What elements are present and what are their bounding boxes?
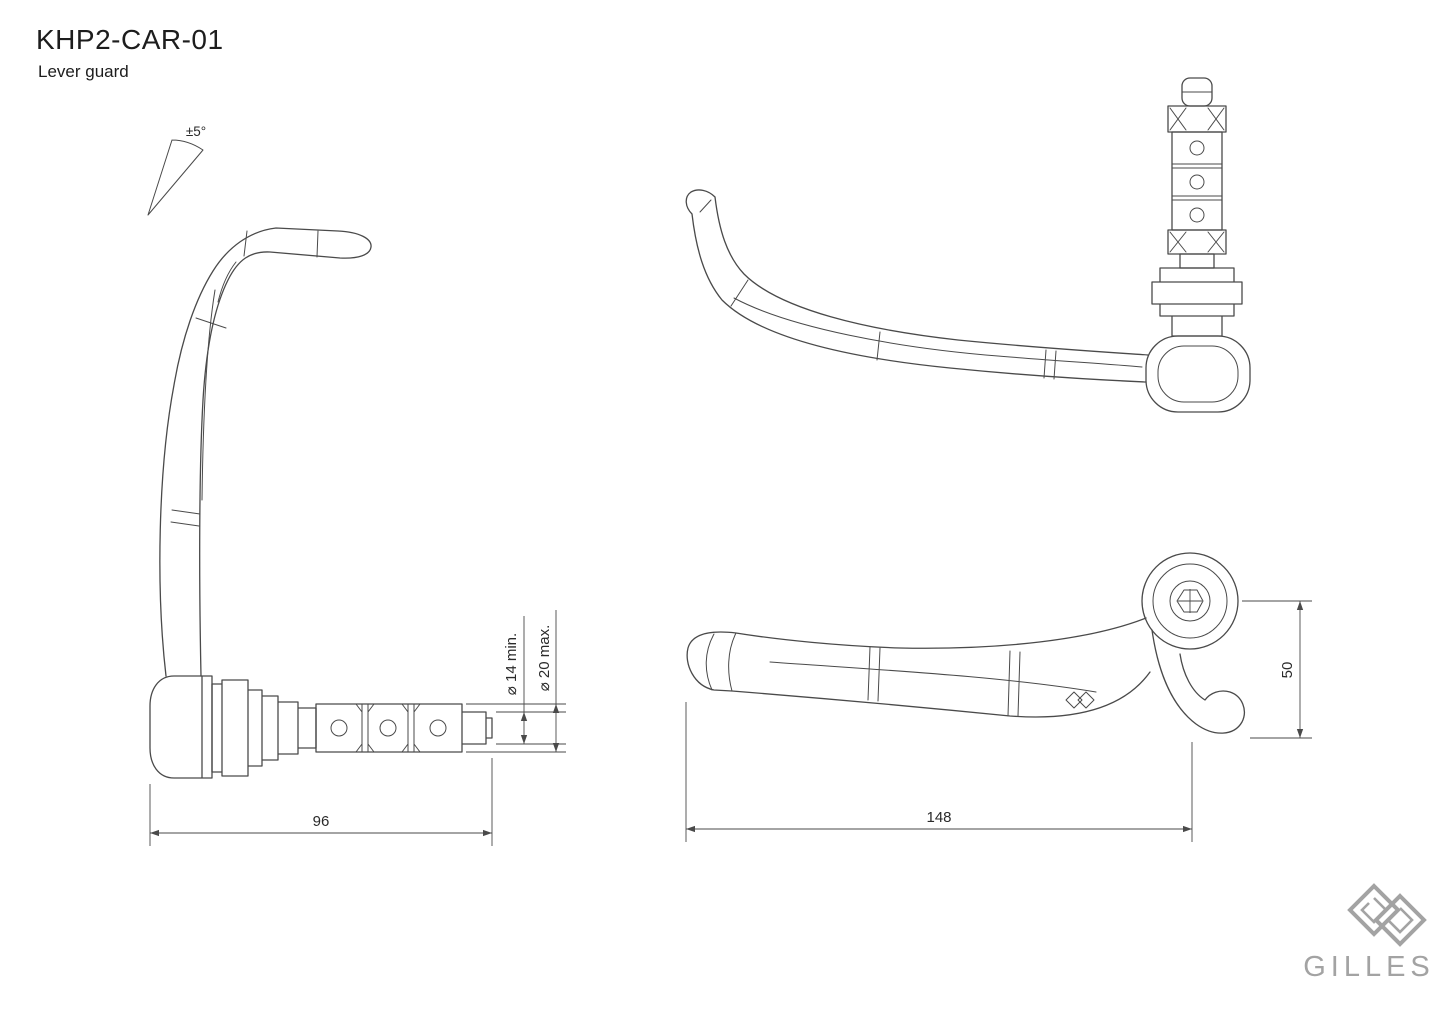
engraved-logo-diamond-right [1077, 691, 1095, 709]
angle-tolerance-label: ±5° [186, 124, 206, 139]
diameter-max-label: ⌀ 20 max. [536, 625, 553, 692]
expander-body [315, 703, 493, 753]
lever-guard-tube-outline [685, 189, 1149, 383]
expander-hole-2 [379, 719, 397, 737]
expander-collar-bottom [1167, 229, 1227, 255]
diameter-min-label: ⌀ 14 min. [503, 633, 520, 695]
sleeve-hole-1 [1189, 140, 1205, 156]
bar-end-cap [149, 675, 213, 779]
dimension-length-148: 148 [685, 702, 1193, 842]
mount-flange-rings [211, 679, 317, 777]
pivot-boss-inner [1169, 580, 1211, 622]
expander-neck [1179, 253, 1215, 269]
height-dimension-label: 50 [1279, 662, 1296, 679]
part-name: Lever guard [38, 62, 129, 81]
dimension-tails-diameters [523, 610, 557, 712]
gilles-logo-inner-hooks-icon [1360, 897, 1414, 934]
brand-wordmark: GILLES [1303, 951, 1435, 983]
pivot-boss-outer [1141, 552, 1239, 650]
length-dimension-label: 148 [926, 809, 951, 826]
housing-hook [1151, 629, 1245, 734]
angle-tolerance-wedge [147, 139, 204, 216]
dimension-height-50: 50 [1242, 600, 1312, 739]
lever-guard-outline-front [159, 227, 372, 677]
part-number: KHP2-CAR-01 [36, 24, 224, 55]
ball-joint-inner [1157, 345, 1239, 403]
expander-column-detail-lines [1169, 91, 1225, 253]
extension-lines-148 [685, 702, 1193, 842]
sleeve-hole-3 [1189, 207, 1205, 223]
extension-lines-50 [1242, 600, 1312, 739]
width-dimension-label: 96 [313, 813, 330, 830]
pivot-boss-mid [1152, 563, 1228, 639]
gilles-logo-diamond-right-icon [1373, 893, 1427, 947]
lever-guard-surface-lines-front [170, 230, 319, 527]
lever-guard-tube-surface-lines [699, 199, 1143, 380]
pivot-center-cross [1178, 589, 1202, 613]
profile-view: 148 50 [685, 552, 1312, 842]
blade-surface-lines [705, 632, 1097, 717]
expander-sleeve [1171, 131, 1223, 231]
ball-joint-housing [1145, 335, 1251, 413]
mount-flange-stack [1151, 267, 1243, 337]
brand-logo: GILLES [1303, 883, 1435, 983]
expander-hole-3 [429, 719, 447, 737]
sleeve-hole-2 [1189, 174, 1205, 190]
lever-guard-blade-outline [686, 617, 1151, 718]
expander-segment-lines [355, 703, 421, 753]
front-view: ±5° 96 ⌀ 14 mi [147, 124, 566, 846]
engraved-logo-diamond-left [1065, 691, 1083, 709]
perspective-view [685, 77, 1251, 413]
dimension-width-96: 96 [149, 758, 493, 846]
extension-lines-diameters [466, 703, 566, 753]
gilles-logo-diamond-left-icon [1347, 883, 1401, 937]
expander-collar-top [1167, 105, 1227, 133]
dimension-diameters: ⌀ 14 min. ⌀ 20 max. [466, 610, 566, 753]
expander-hole-1 [330, 719, 348, 737]
hex-socket [1176, 589, 1204, 613]
